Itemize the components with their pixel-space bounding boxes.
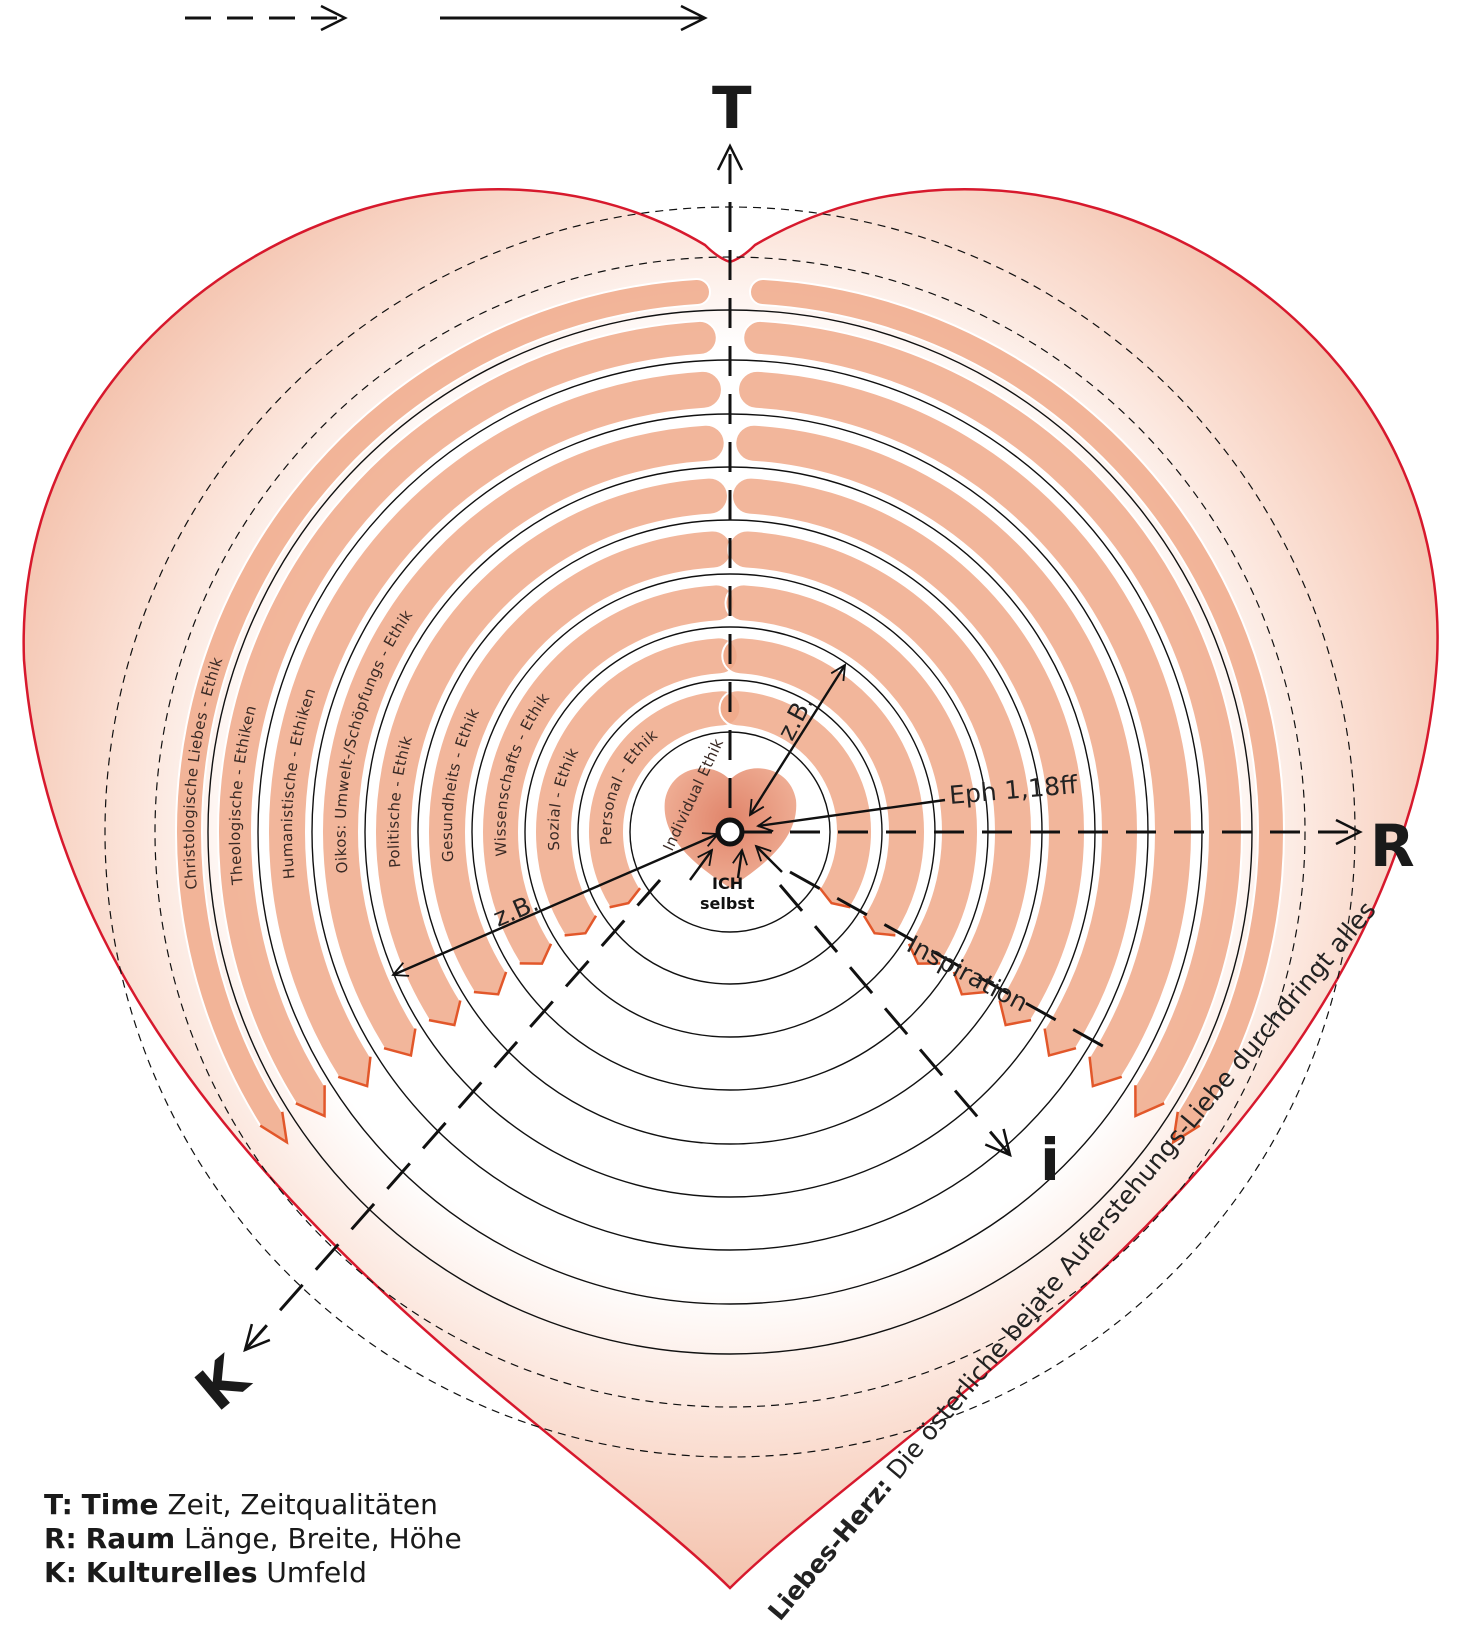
axis-label-r: R <box>1370 812 1415 880</box>
legend-desc: Umfeld <box>257 1556 367 1589</box>
legend-desc: Zeit, Zeitqualitäten <box>158 1488 438 1521</box>
axis-label-i: i <box>1040 1126 1060 1194</box>
band-tip <box>862 915 896 937</box>
band-tip <box>1134 1085 1165 1118</box>
band-group <box>174 278 1286 1145</box>
legend-key: K: <box>44 1556 77 1589</box>
band-right <box>742 319 1243 1118</box>
legend-term: Kulturelles <box>85 1556 258 1589</box>
inspiration-arrow-1 <box>689 850 712 881</box>
band-left <box>217 319 718 1118</box>
band-tip <box>907 943 941 965</box>
band-right <box>734 423 1139 1057</box>
band-right <box>727 529 1033 996</box>
band-tip <box>818 887 851 909</box>
inspiration-ray-2 <box>789 870 1111 1052</box>
band-tip <box>952 971 987 996</box>
inspiration-arrow-3 <box>756 846 783 873</box>
legend-item-culture: K: Kulturelles Umfeld <box>44 1556 462 1590</box>
band-tip <box>295 1085 326 1118</box>
band-right <box>749 278 1286 1145</box>
band-tip <box>998 1000 1032 1027</box>
legend-desc: Länge, Breite, Höhe <box>175 1522 462 1555</box>
band-tip <box>337 1056 372 1088</box>
inspiration-axis <box>778 884 1012 1158</box>
band-tip <box>1171 1111 1201 1145</box>
band-tip <box>473 971 508 996</box>
legend-key: R: <box>44 1522 77 1555</box>
legend-item-time: T: Time Zeit, Zeitqualitäten <box>44 1488 462 1522</box>
band-left <box>321 423 726 1057</box>
legend-term: Time <box>81 1488 159 1521</box>
band-left <box>174 278 711 1145</box>
annotation-arrows <box>393 665 946 975</box>
legend-item-space: R: Raum Länge, Breite, Höhe <box>44 1522 462 1556</box>
axis-label-k: K <box>183 1342 263 1424</box>
band-right <box>721 636 926 937</box>
legend: T: Time Zeit, Zeitqualitäten R: Raum Län… <box>44 1488 462 1590</box>
band-tip <box>1088 1056 1123 1088</box>
band-tip <box>383 1028 417 1057</box>
zb-arrow-left <box>393 834 718 975</box>
band-tip <box>259 1111 289 1145</box>
inspiration-arrow-2 <box>738 850 742 879</box>
band-right <box>724 583 979 965</box>
band-tip <box>1043 1028 1077 1057</box>
band-right <box>737 369 1193 1088</box>
ring-solid <box>577 679 883 985</box>
band-tip <box>428 1000 462 1027</box>
eph-arrow <box>758 798 946 826</box>
band-right <box>731 476 1086 1027</box>
axis-label-t: T <box>712 74 752 142</box>
zb-arrow-upper <box>750 665 845 815</box>
center-eye <box>715 817 745 847</box>
legend-term: Raum <box>85 1522 176 1555</box>
legend-key: T: <box>44 1488 73 1521</box>
band-left <box>267 369 723 1088</box>
selbst-label: selbst <box>700 894 755 913</box>
ich-label: ICH <box>712 874 743 893</box>
axes <box>243 143 1363 1353</box>
